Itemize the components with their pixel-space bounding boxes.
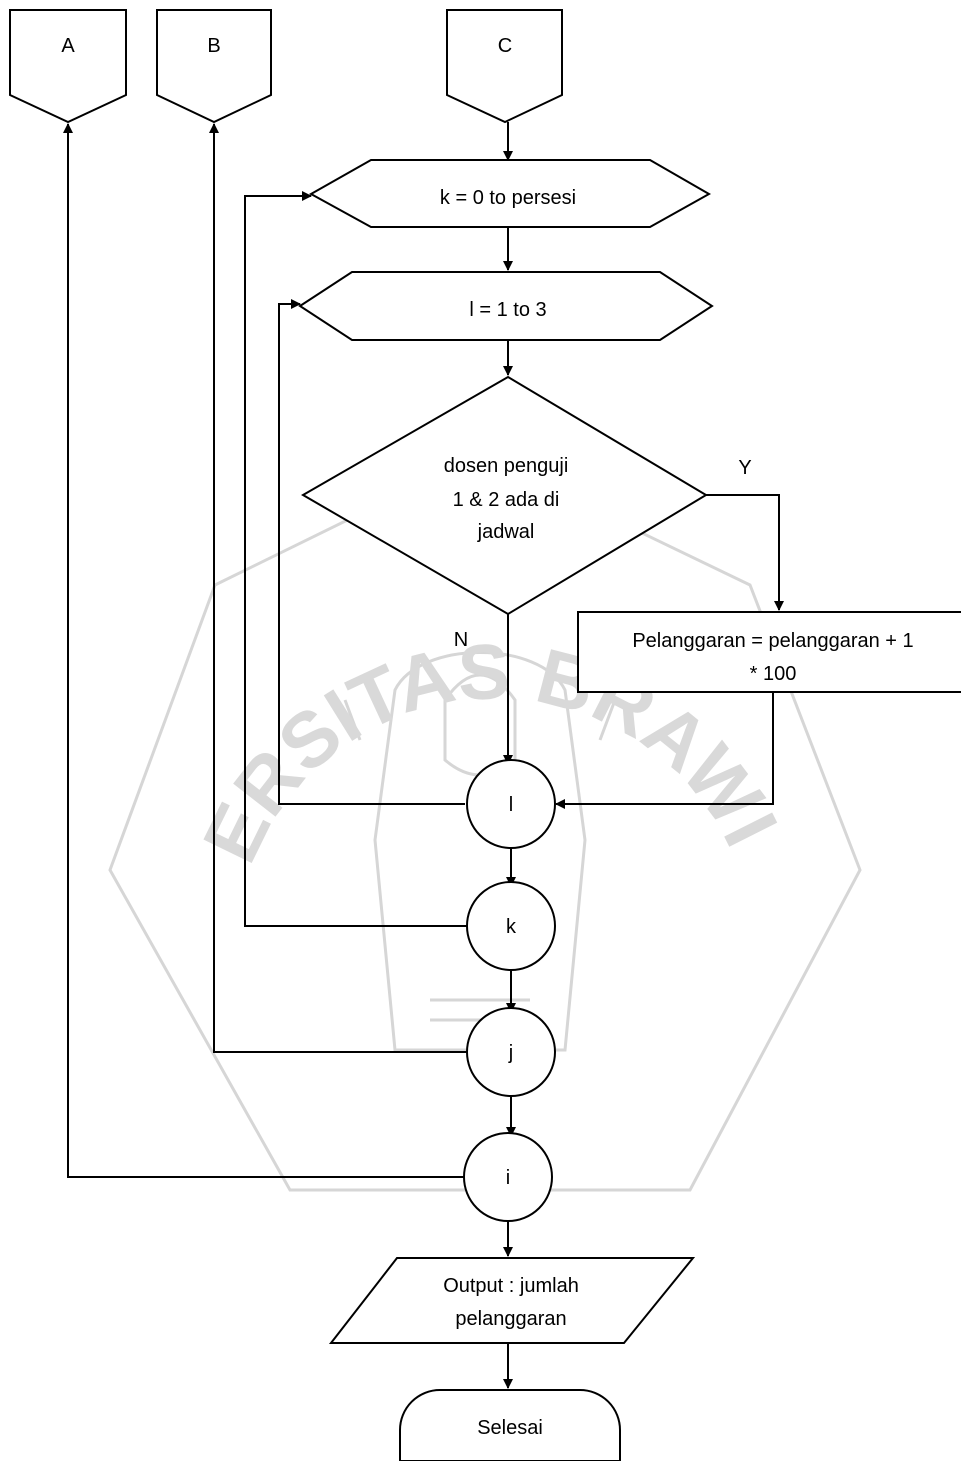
- svg-text:k = 0 to persesi: k = 0 to persesi: [440, 187, 576, 209]
- loop-start-l: l = 1 to 3: [300, 272, 712, 340]
- connector-a: A: [10, 10, 126, 122]
- connector-c: C: [447, 10, 562, 122]
- loop-end-k: k: [467, 882, 555, 970]
- svg-text:l: l: [509, 794, 513, 816]
- decision-diamond: dosen penguji 1 & 2 ada di jadwal: [303, 377, 706, 614]
- svg-text:A: A: [61, 35, 75, 57]
- terminator-end: Selesai: [400, 1390, 620, 1461]
- svg-text:B: B: [207, 35, 220, 57]
- svg-text:Output : jumlah: Output : jumlah: [443, 1275, 579, 1297]
- svg-text:Selesai: Selesai: [477, 1417, 543, 1439]
- svg-text:j: j: [508, 1042, 513, 1064]
- svg-text:1 & 2 ada di: 1 & 2 ada di: [453, 489, 560, 511]
- arrow-yes-branch: [706, 495, 779, 610]
- svg-text:dosen penguji: dosen penguji: [444, 455, 569, 477]
- svg-text:jadwal: jadwal: [477, 521, 535, 543]
- no-label: N: [454, 629, 468, 651]
- loop-end-l: l: [467, 760, 555, 848]
- output-parallelogram: Output : jumlah pelanggaran: [331, 1258, 693, 1343]
- svg-text:k: k: [506, 916, 517, 938]
- watermark-text: UNIVERSITAS BRAWIJAYA: [0, 0, 795, 875]
- loop-start-k: k = 0 to persesi: [311, 160, 709, 227]
- svg-text:* 100: * 100: [750, 663, 797, 685]
- loop-back-j-to-b: [214, 124, 467, 1052]
- svg-text:l = 1 to 3: l = 1 to 3: [469, 299, 546, 321]
- loop-end-i: i: [464, 1133, 552, 1221]
- loop-end-j: j: [467, 1008, 555, 1096]
- svg-text:pelanggaran: pelanggaran: [455, 1308, 566, 1330]
- svg-text:Pelanggaran = pelanggaran + 1: Pelanggaran = pelanggaran + 1: [632, 630, 913, 652]
- yes-label: Y: [738, 457, 751, 479]
- svg-text:C: C: [498, 35, 512, 57]
- connector-b: B: [157, 10, 271, 122]
- svg-text:i: i: [506, 1167, 510, 1189]
- process-box: Pelanggaran = pelanggaran + 1 * 100: [578, 612, 961, 692]
